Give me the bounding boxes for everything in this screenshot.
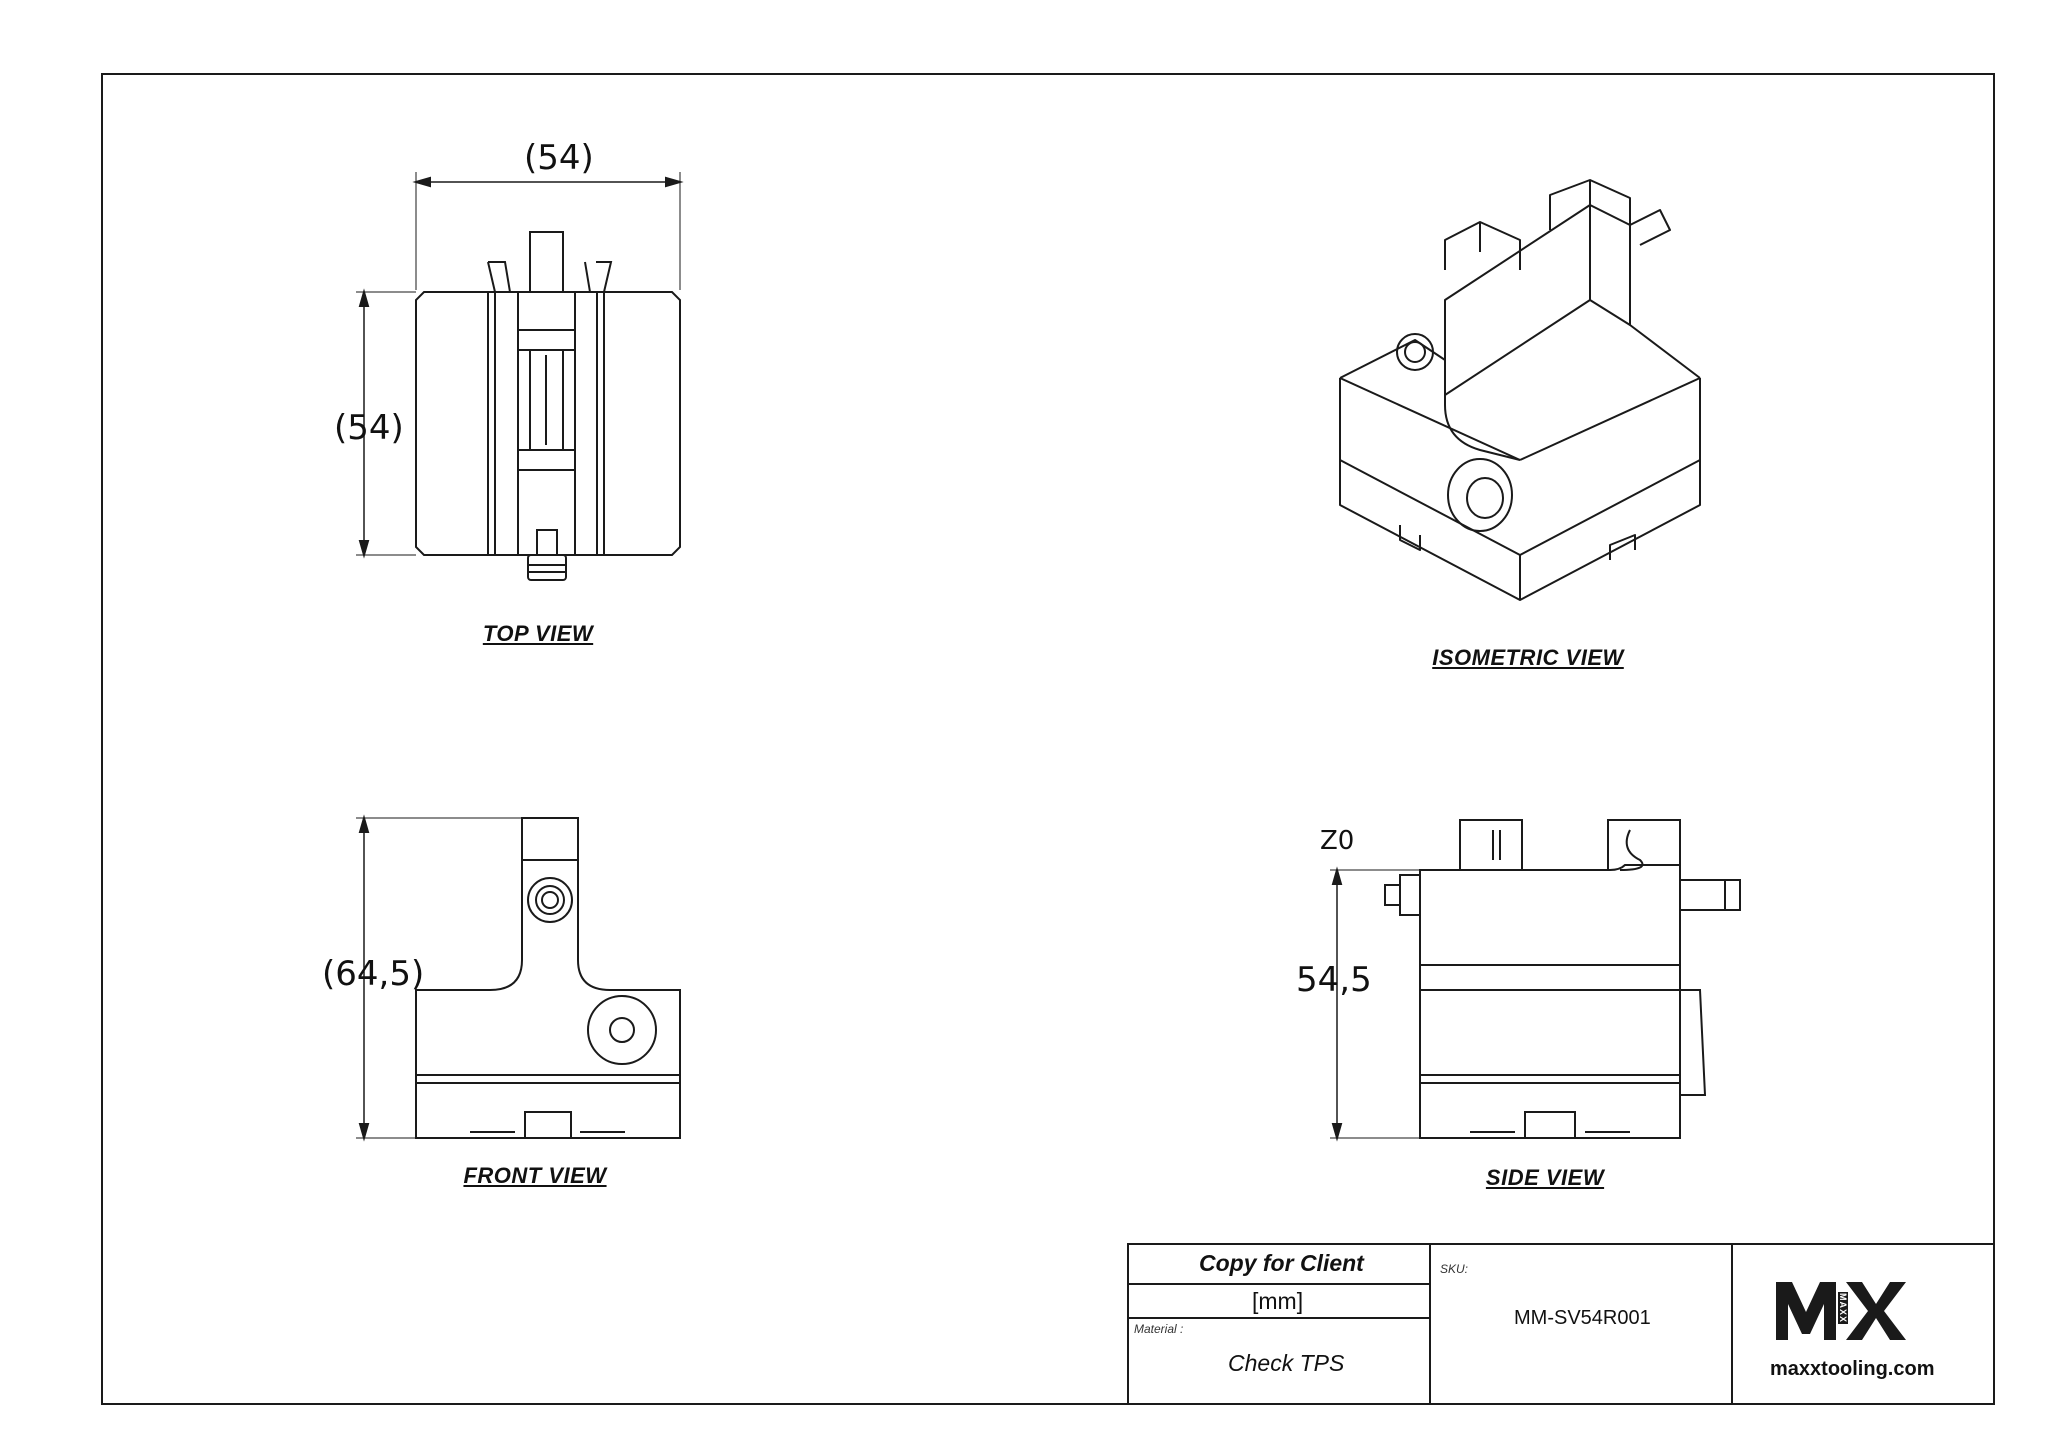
mx-logo (1776, 1282, 1906, 1340)
isometric-view-label: ISOMETRIC VIEW (1432, 645, 1624, 670)
top-view-label: TOP VIEW (482, 621, 594, 646)
front-view-label: FRONT VIEW (463, 1163, 607, 1188)
side-view-drawing (1330, 819, 1741, 1142)
material-value: Check TPS (1228, 1350, 1345, 1376)
front-view-drawing (356, 814, 681, 1142)
side-height-dimension: 54,5 (1296, 960, 1372, 1000)
sku-value: MM-SV54R001 (1514, 1307, 1651, 1329)
logo-sub-text: MAXX (1838, 1292, 1848, 1325)
front-height-dimension: (64,5) (322, 954, 425, 994)
top-height-dimension: (54) (334, 408, 404, 448)
top-width-dimension: (54) (524, 138, 594, 178)
side-datum-label: Z0 (1320, 826, 1355, 856)
website-label: maxxtooling.com (1770, 1358, 1935, 1380)
side-view-label: SIDE VIEW (1485, 1165, 1605, 1190)
sku-label: SKU: (1440, 1262, 1469, 1276)
copy-for-client-label: Copy for Client (1199, 1250, 1364, 1276)
units-label: [mm] (1252, 1288, 1304, 1314)
top-view-drawing (356, 172, 684, 581)
sheet-border (101, 73, 1995, 1405)
isometric-view-drawing (1339, 179, 1701, 601)
title-block-frame (1127, 1243, 1995, 1405)
material-label: Material : (1134, 1322, 1184, 1336)
